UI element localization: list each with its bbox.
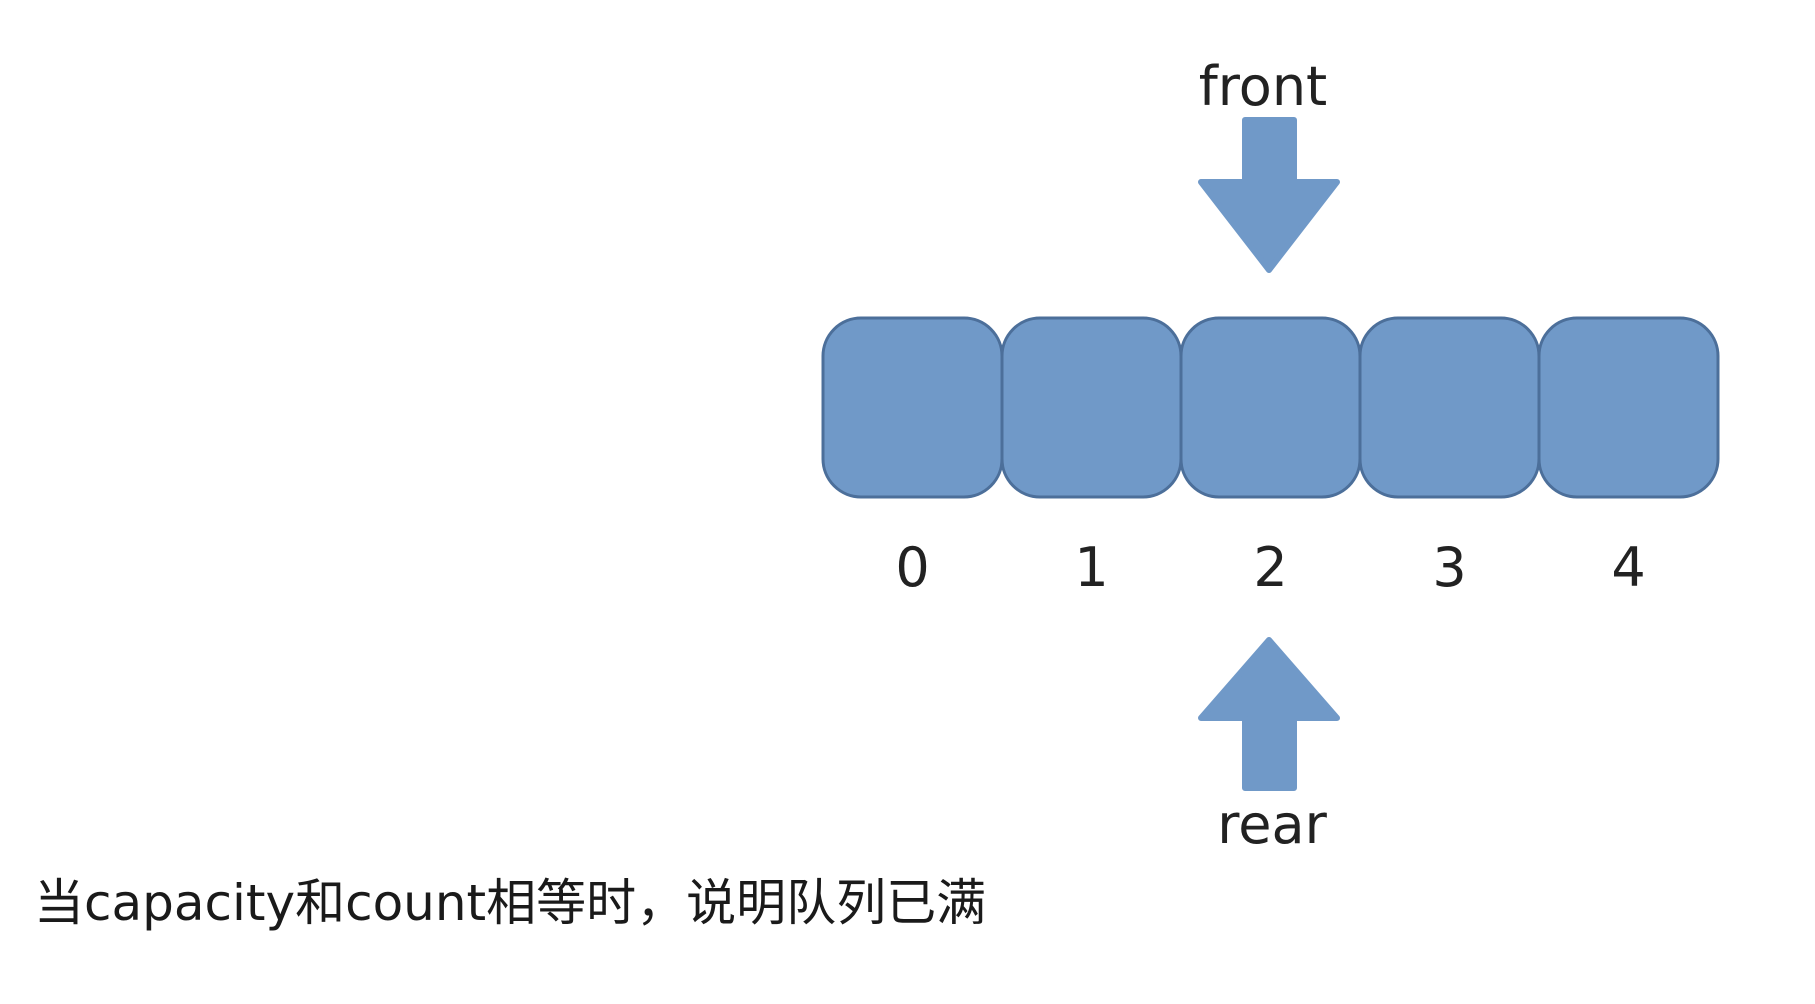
index-label-1: 1 (1074, 536, 1109, 599)
front-arrow-icon (1198, 117, 1340, 273)
caption-text: 当capacity和count相等时，说明队列已满 (34, 874, 987, 932)
queue-cell-1 (1000, 316, 1183, 499)
rear-label: rear (1217, 793, 1327, 856)
queue-cell-2 (1179, 316, 1362, 499)
index-label-0: 0 (895, 536, 930, 599)
queue-cell-3 (1358, 316, 1541, 499)
queue-cells (821, 316, 1720, 499)
front-label: front (1198, 55, 1328, 118)
rear-arrow-icon (1198, 637, 1340, 791)
index-label-3: 3 (1432, 536, 1467, 599)
queue-cell-4 (1537, 316, 1720, 499)
index-label-4: 4 (1611, 536, 1646, 599)
queue-cell-0 (821, 316, 1004, 499)
index-label-2: 2 (1253, 536, 1288, 599)
